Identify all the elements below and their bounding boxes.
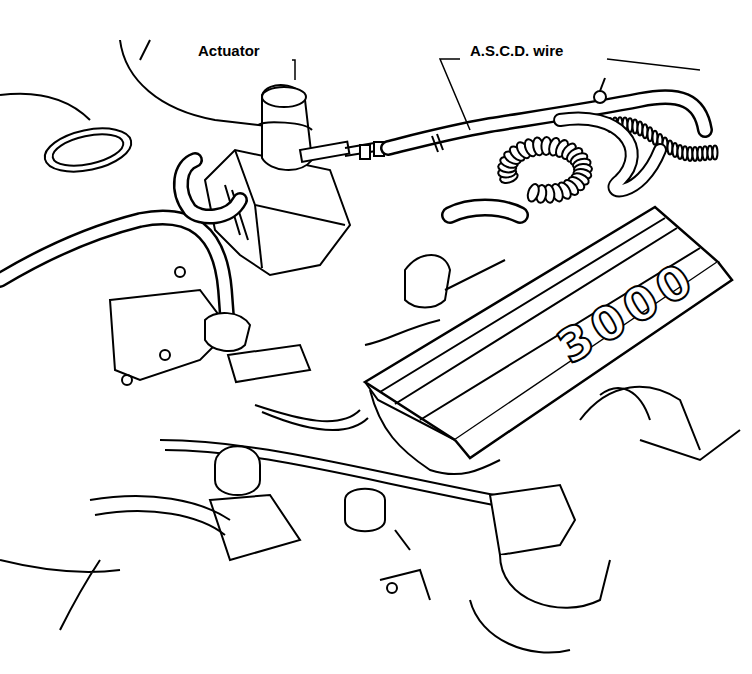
hose-coil	[526, 183, 541, 203]
part-label: A.S.C.D. wire	[468, 42, 565, 59]
hose-coil	[713, 146, 718, 160]
part-label: Actuator	[196, 42, 262, 59]
